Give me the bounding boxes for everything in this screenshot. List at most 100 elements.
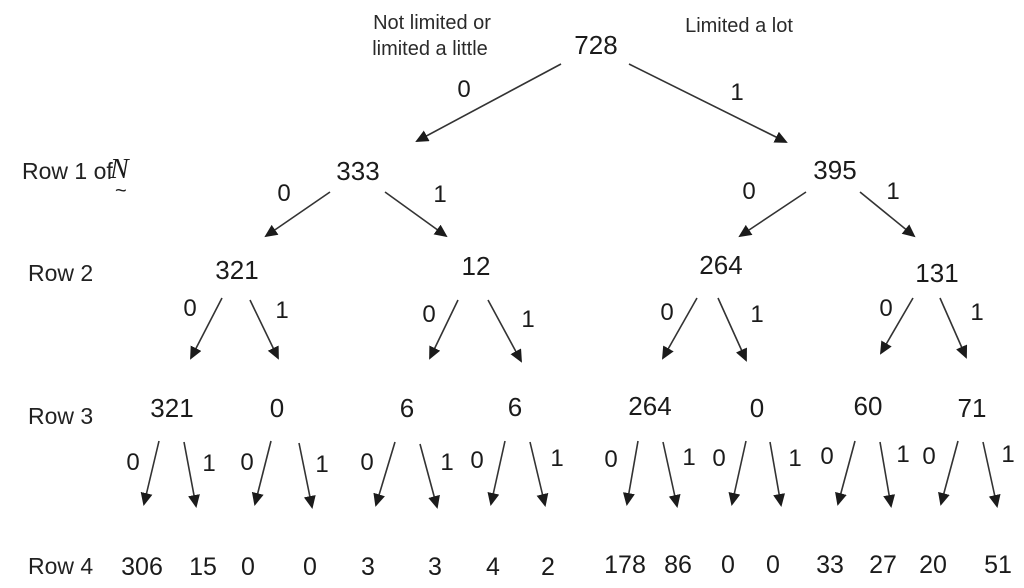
edge-root-right <box>628 63 788 143</box>
edge-label-r2n2-left: 0 <box>660 299 673 326</box>
node-row3-0: 321 <box>150 393 193 423</box>
node-root: 728 <box>574 30 617 60</box>
node-row3-7: 71 <box>958 393 987 423</box>
edge-label-r3n0-left: 0 <box>126 449 139 476</box>
node-row1-0: 333 <box>336 156 379 186</box>
edge-r1n0-left <box>264 191 331 238</box>
row-label-4: Row 4 <box>28 553 93 579</box>
edge-r3n0-right <box>183 441 200 508</box>
edge-label-r3n5-left: 0 <box>712 445 725 472</box>
node-row4-8: 178 <box>604 551 646 579</box>
row-label-1-tilde: ~ <box>115 180 127 202</box>
edge-label-r3n3-right: 1 <box>550 445 563 472</box>
edge-r2n3-left <box>879 297 914 355</box>
node-row4-11: 0 <box>766 551 780 579</box>
edge-r3n0-left <box>140 440 160 506</box>
edge-r2n3-right <box>939 297 968 359</box>
node-row3-3: 6 <box>508 392 522 422</box>
edge-r1n1-right <box>859 191 916 238</box>
edge-r2n2-left <box>662 297 698 360</box>
edge-label-r3n2-right: 1 <box>440 449 453 476</box>
edge-label-r2n1-right: 1 <box>521 306 534 333</box>
edge-label-r2n3-right: 1 <box>970 299 983 326</box>
edge-label-root-left: 0 <box>457 76 470 103</box>
edge-r3n2-left <box>373 441 396 507</box>
row-label-1-symbol: N <box>109 154 130 185</box>
node-row3-6: 60 <box>854 391 883 421</box>
edge-r3n1-right <box>298 442 316 509</box>
edge-r3n3-right <box>529 441 549 507</box>
node-row3-4: 264 <box>628 391 671 421</box>
edge-label-r1n1-left: 0 <box>742 178 755 205</box>
node-row4-15: 51 <box>984 551 1012 579</box>
row-label-3: Row 3 <box>28 403 93 429</box>
edge-label-r1n0-right: 1 <box>433 181 446 208</box>
edge-label-r3n1-left: 0 <box>240 449 253 476</box>
edge-r3n7-right <box>982 441 1001 508</box>
edge-r2n1-right <box>487 299 522 363</box>
node-row2-1: 12 <box>462 251 491 281</box>
edge-r3n2-right <box>419 443 440 509</box>
edge-r2n2-right <box>717 297 747 362</box>
edge-r1n0-right <box>384 191 448 238</box>
branch-label-right: Limited a lot <box>685 15 793 37</box>
edge-label-r3n4-right: 1 <box>682 444 695 471</box>
node-row4-4: 3 <box>361 553 375 581</box>
edge-label-r3n4-left: 0 <box>604 446 617 473</box>
edge-r3n6-left <box>835 440 856 506</box>
edge-label-root-right: 1 <box>730 79 743 106</box>
edge-label-r2n0-left: 0 <box>183 295 196 322</box>
edge-r3n3-left <box>487 440 506 506</box>
node-row2-2: 264 <box>699 250 742 280</box>
node-row4-0: 306 <box>121 553 163 581</box>
row-label-2: Row 2 <box>28 260 93 286</box>
edge-r2n0-left <box>190 297 223 360</box>
edge-r3n4-right <box>662 441 681 508</box>
edge-r3n6-right <box>879 441 896 508</box>
node-row4-10: 0 <box>721 551 735 579</box>
edge-r3n4-left <box>622 440 639 506</box>
node-row4-2: 0 <box>241 553 255 581</box>
edge-label-r3n3-left: 0 <box>470 447 483 474</box>
node-row1-1: 395 <box>813 155 856 185</box>
row-label-1-prefix: Row 1 of <box>22 158 113 184</box>
node-row4-14: 20 <box>919 551 947 579</box>
edge-root-left <box>415 63 562 142</box>
edge-label-r3n2-left: 0 <box>360 449 373 476</box>
node-row4-3: 0 <box>303 553 317 581</box>
node-row3-2: 6 <box>400 393 414 423</box>
edge-label-r3n0-right: 1 <box>202 450 215 477</box>
edge-label-r2n1-left: 0 <box>422 301 435 328</box>
edge-label-r3n5-right: 1 <box>788 445 801 472</box>
node-row2-3: 131 <box>915 258 958 288</box>
node-row2-0: 321 <box>215 255 258 285</box>
node-row4-7: 2 <box>541 553 555 581</box>
node-row3-5: 0 <box>750 393 764 423</box>
edge-r3n5-left <box>728 440 747 506</box>
node-row4-6: 4 <box>486 553 500 581</box>
node-row4-1: 15 <box>189 553 217 581</box>
edge-label-r2n0-right: 1 <box>275 297 288 324</box>
edge-r1n1-left <box>738 191 807 238</box>
edge-r3n1-left <box>251 440 272 506</box>
edge-label-r3n7-left: 0 <box>922 443 935 470</box>
edge-label-r3n1-right: 1 <box>315 451 328 478</box>
edge-label-r2n2-right: 1 <box>750 301 763 328</box>
edge-r3n5-right <box>769 441 786 507</box>
edge-label-r1n0-left: 0 <box>277 180 290 207</box>
node-row4-12: 33 <box>816 551 844 579</box>
branch-label-left-line1: Not limited or <box>373 12 491 34</box>
edge-label-r2n3-left: 0 <box>879 295 892 322</box>
edge-r3n7-left <box>938 440 959 506</box>
edge-r2n0-right <box>249 299 279 360</box>
node-row4-9: 86 <box>664 551 692 579</box>
edge-label-r3n7-right: 1 <box>1001 441 1014 468</box>
edge-label-r3n6-right: 1 <box>896 441 909 468</box>
branch-label-left-line2: limited a little <box>372 38 488 60</box>
edge-r2n1-left <box>429 299 459 360</box>
node-row4-13: 27 <box>869 551 897 579</box>
edge-label-r3n6-left: 0 <box>820 443 833 470</box>
node-row4-5: 3 <box>428 553 442 581</box>
